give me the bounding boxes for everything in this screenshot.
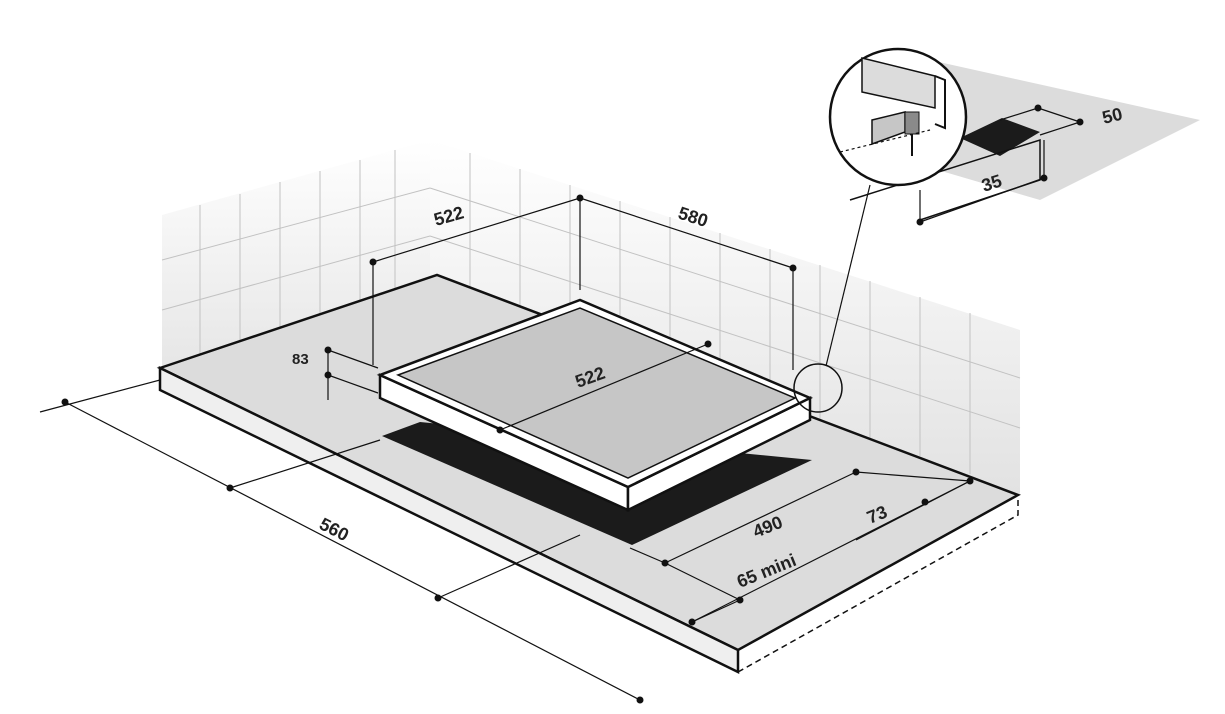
hob-glass-surface bbox=[396, 307, 797, 479]
label-detail-width: 50 bbox=[1100, 104, 1124, 128]
label-hob-height: 83 bbox=[292, 351, 309, 368]
label-cutout-width: 560 bbox=[316, 514, 352, 545]
dimension-lines bbox=[39, 197, 971, 701]
detail-callout bbox=[793, 47, 1200, 413]
dimension-points bbox=[61, 194, 974, 704]
back-wall bbox=[161, 140, 1021, 495]
wall-tiles bbox=[161, 150, 1021, 474]
hob-appliance bbox=[376, 298, 814, 513]
magnified-edge-detail bbox=[839, 57, 946, 156]
